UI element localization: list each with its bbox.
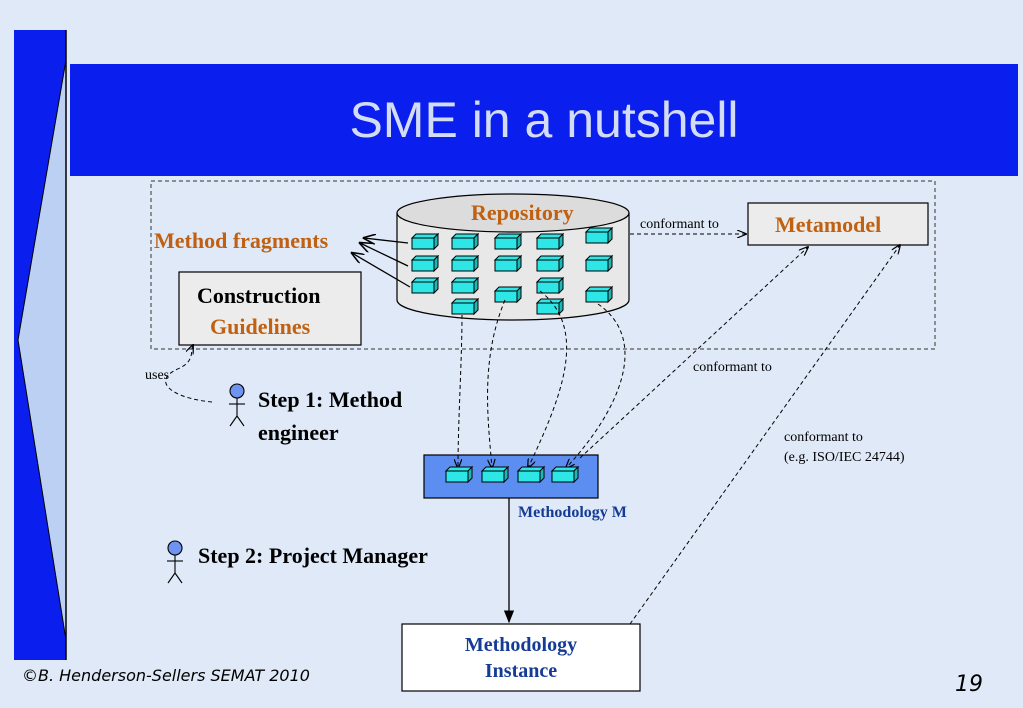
arrow-fragment-1 [364, 238, 409, 243]
arrow-instance-metamodel [629, 245, 900, 625]
method-fragment-block [450, 254, 480, 273]
repository-fragments [410, 226, 614, 316]
method-fragment-block [493, 232, 523, 251]
title-bar: SME in a nutshell [70, 64, 1018, 176]
step1-label-line2: engineer [258, 420, 339, 445]
repository-boundary [150, 180, 936, 350]
footer-copyright: ©B. Henderson-Sellers SEMAT 2010 [22, 666, 310, 685]
uses-label: uses [145, 368, 170, 383]
slide-decoration [14, 30, 67, 660]
method-fragment-block [450, 297, 480, 316]
arrow-fragment-3 [352, 253, 411, 288]
method-fragment-block [584, 226, 614, 245]
method-fragment-block [493, 254, 523, 273]
arrow-uses [165, 345, 213, 403]
method-fragment-block [444, 465, 474, 484]
conformant-to-label: conformant to [640, 217, 719, 232]
method-fragment-block [410, 232, 440, 251]
method-fragment-block [584, 285, 614, 304]
arrow-repo-m-3 [528, 290, 568, 468]
arrow-m-metamodel [579, 247, 808, 459]
method-fragments-label: Method fragments [154, 228, 329, 253]
construction-guidelines-box [178, 271, 362, 346]
metamodel-label: Metamodel [775, 212, 882, 237]
step2-label: Step 2: Project Manager [198, 543, 428, 568]
repository-label: Repository [471, 200, 574, 225]
method-fragment-block [584, 254, 614, 273]
arrow-repo-m-4 [566, 303, 626, 468]
method-fragment-block [493, 285, 523, 304]
page-number: 19 [955, 672, 983, 697]
method-fragment-block [450, 232, 480, 251]
slide-title: SME in a nutshell [349, 92, 739, 148]
method-fragment-block [480, 465, 510, 484]
method-fragment-block [516, 465, 546, 484]
method-fragment-block [450, 276, 480, 295]
conformant-note: (e.g. ISO/IEC 24744) [784, 450, 905, 465]
construction-label: Construction [197, 283, 321, 308]
methodology-m-label: Methodology M [518, 504, 627, 521]
metamodel-box [747, 202, 929, 246]
method-fragment-block [410, 254, 440, 273]
conformant-to-label: conformant to [693, 360, 772, 375]
method-fragment-block [535, 254, 565, 273]
method-fragment-block [535, 297, 565, 316]
method-fragment-block [535, 232, 565, 251]
arrow-repo-m-2 [487, 299, 506, 468]
conformant-to-label: conformant to [784, 430, 863, 445]
person-icon [229, 383, 245, 427]
method-fragment-block [535, 276, 565, 295]
arrow-repo-m-1 [458, 314, 463, 468]
method-fragment-block [410, 276, 440, 295]
method-fragment-block [550, 465, 580, 484]
instance-label-line1: Methodology [464, 634, 578, 656]
arrow-fragment-2 [360, 243, 409, 267]
instance-label-line2: Instance [484, 660, 558, 682]
step1-label: Step 1: Method [258, 387, 403, 412]
methodology-instance-box [401, 623, 641, 692]
guidelines-label: Guidelines [210, 314, 311, 339]
person-icon [167, 540, 183, 584]
